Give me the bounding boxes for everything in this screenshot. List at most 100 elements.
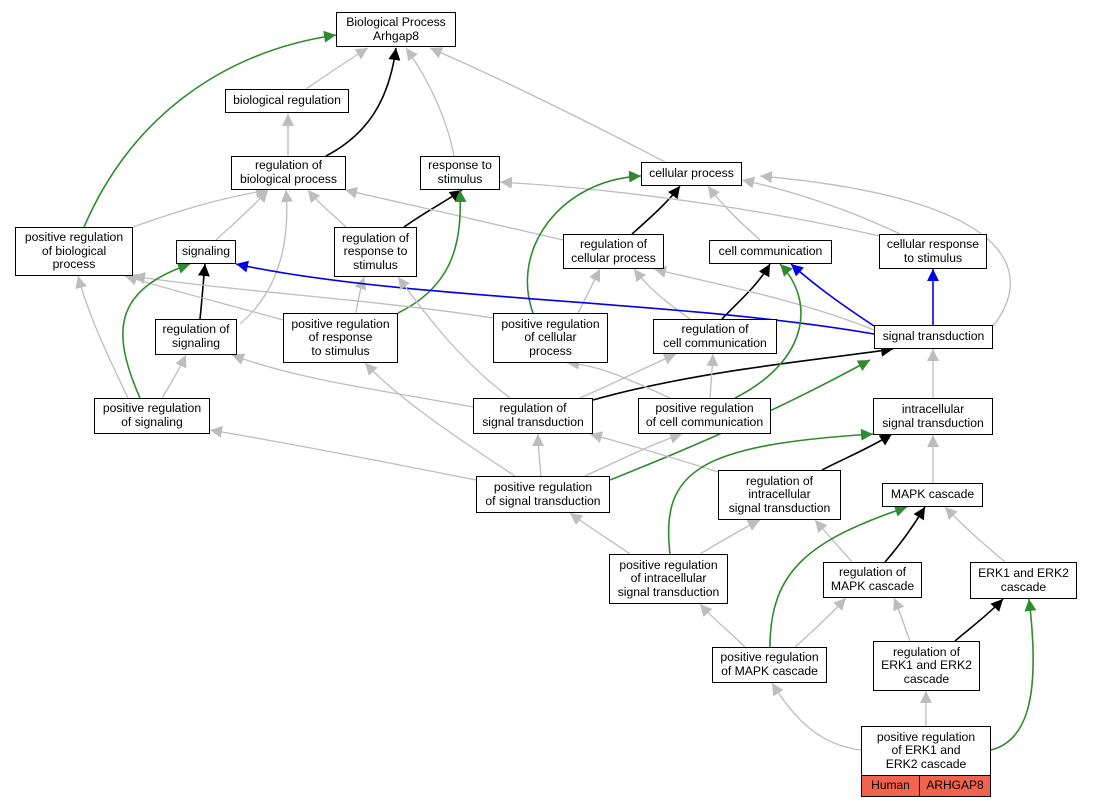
term-node-mapk[interactable]: MAPK cascade [882, 483, 983, 507]
term-label-line: of biological [41, 243, 107, 258]
term-label-line: regulation of [162, 322, 230, 337]
term-label-line: regulation of [579, 236, 648, 251]
term-node-cellcomm[interactable]: cell communication [709, 240, 832, 264]
term-node-sigtrans[interactable]: signal transduction [874, 325, 993, 349]
edge-positively-regulates-posregist-to-intrast [667, 428, 874, 555]
edge-regulates-regbp-to-bp [325, 47, 401, 157]
edge-is-a-regresp-to-regbp [307, 189, 347, 228]
term-label-line: of MAPK cascade [721, 664, 818, 678]
term-label-line: positive regulation [102, 401, 202, 416]
edge-is-a-erk-to-mapk [944, 506, 1006, 563]
edge-is-a-posregresp-to-regresp [354, 276, 367, 314]
term-label-line: positive regulation [493, 479, 593, 494]
term-label-line: positive regulation [619, 557, 718, 572]
edge-is-a-cellresp-to-respstim [499, 176, 880, 237]
edge-part-of-sigtrans-to-cellcomm [790, 263, 875, 327]
edge-is-a-regst-to-regcc [579, 353, 677, 399]
term-label-line: ERK1 and ERK2 [881, 658, 972, 673]
term-label-line: MAPK cascade [890, 487, 975, 502]
edge-is-a-regcp-to-regbp [344, 186, 564, 241]
edge-is-a-regcc-to-regcp [633, 268, 691, 320]
term-label-line: cellular response [886, 236, 980, 251]
edge-is-a-posregist-to-regist [699, 519, 761, 555]
edge-is-a-posregcp-to-regcp [577, 268, 601, 314]
edge-regulates-regmapk-to-mapk [884, 506, 926, 563]
edge-is-a-posregcc-to-regcc [706, 353, 719, 399]
term-label-line: cell communication [718, 244, 823, 259]
edge-regulates-regcc-to-cellcomm [721, 263, 771, 320]
term-label-line: cascade [1000, 579, 1047, 594]
term-label-line: of intracellular [630, 571, 707, 586]
term-label-line: positive regulation [876, 729, 976, 744]
edge-is-a-regst-to-regresp [397, 276, 511, 399]
term-label-line: positive regulation [24, 230, 124, 245]
edge-is-a-posregcp-to-posregbp [132, 271, 494, 319]
edge-is-a-posregst-to-posregcc [584, 432, 683, 477]
edge-regulates-regerk-to-erk [954, 598, 1004, 642]
edge-is-a-cellcomm-to-cellproc [707, 185, 761, 241]
edge-is-a-posregsig-to-regsig [161, 354, 187, 399]
edge-is-a-cellproc-to-bp [429, 47, 666, 163]
edge-positively-regulates-posregresp-to-respstim [397, 189, 467, 314]
term-label-line: intracellular [748, 487, 811, 502]
term-label-line: biological process [240, 172, 337, 186]
edge-is-a-posregist-to-posregst [569, 512, 631, 555]
edge-is-a-regsig-to-regbp [239, 189, 293, 325]
edge-regulates-regist-to-intrast [821, 433, 893, 471]
term-label-line: stimulus [353, 257, 398, 272]
edge-is-a-signaling-to-regbp [215, 189, 269, 241]
edge-is-a-posregst-to-regst [532, 433, 545, 477]
edge-positively-regulates-posregcp-to-cellproc [526, 170, 642, 314]
term-node-signaling[interactable]: signaling [176, 240, 236, 264]
term-label-line: Arhgap8 [372, 28, 420, 43]
term-label-line: signal transduction [482, 415, 584, 429]
term-label-line: of cell communication [645, 415, 764, 429]
term-node-cellproc[interactable]: cellular process [641, 162, 742, 186]
edge-is-a-posregcc-to-posregcp [566, 357, 671, 399]
edge-regulates-regcp-to-cellproc [631, 185, 681, 235]
term-label-line: regulation of [499, 401, 567, 416]
term-label-line: of signal transduction [485, 493, 601, 508]
term-label-line: of cellular [524, 330, 577, 345]
edge-regulates-regst-to-sigtrans [592, 344, 894, 401]
term-label-line: Biological Process [346, 14, 446, 29]
edge-is-a-sigtrans-to-regcp [653, 265, 875, 331]
edge-positively-regulates-posregerk-to-erk [990, 598, 1037, 751]
term-label-line: of response [308, 330, 373, 345]
term-label-line: MAPK cascade [830, 579, 915, 593]
term-label-line: ERK1 and ERK2 [978, 565, 1069, 580]
term-label-line: response to [428, 158, 492, 173]
term-node-biolreg[interactable]: biological regulation [225, 89, 349, 113]
term-label-line: regulation of [681, 321, 749, 336]
edge-is-a-posregbp-to-regbp [132, 186, 269, 228]
term-label-line: signaling [181, 244, 231, 259]
edge-regulates-regsig-to-signaling [197, 263, 210, 320]
term-label-line: to stimulus [311, 343, 370, 358]
term-label-line: cell communication [663, 335, 767, 350]
term-label-line: cellular process [649, 166, 734, 181]
